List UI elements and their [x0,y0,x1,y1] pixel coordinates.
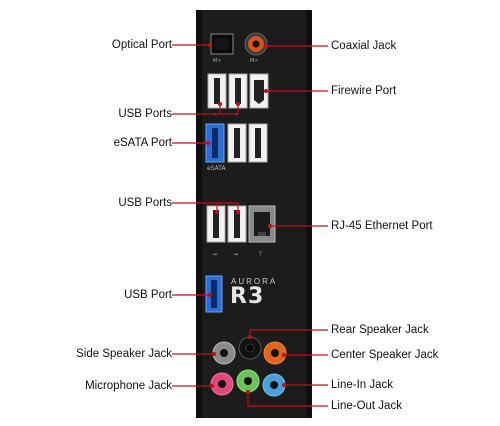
svg-text:M>: M> [250,58,259,64]
brand-small: AURORA [231,277,278,286]
line-in-jack [262,373,286,397]
usb-port-low-1 [206,205,226,243]
callout-lines [172,42,328,407]
label-microphone-jack: Microphone Jack [85,380,172,392]
usb-symbol-icon: ⇝ [212,251,217,258]
usb-symbol-icon: ⇝ [233,251,238,258]
side-speaker-jack [212,341,236,365]
usb-port-mid-2 [248,123,268,163]
usb-port-mid-1 [227,123,247,163]
esata-tag: eSATA [207,165,226,172]
center-speaker-jack [263,341,287,365]
microphone-jack [210,372,234,396]
coaxial-jack: M> [244,32,268,64]
label-center-speaker-jack: Center Speaker Jack [331,349,439,361]
label-usb-ports-top: USB Ports [118,108,172,120]
label-firewire-port: Firewire Port [331,85,397,97]
label-side-speaker-jack: Side Speaker Jack [76,348,172,360]
usb3-port [205,275,223,313]
label-coaxial-jack: Coaxial Jack [331,40,397,52]
panel-edge-right [306,10,312,418]
panel-edge-left [196,10,202,418]
label-line-out-jack: Line-Out Jack [331,400,402,412]
label-usb-port: USB Port [124,289,172,301]
label-usb-ports-mid: USB Ports [118,197,172,209]
line-out-jack [236,369,260,393]
optical-port: M> [210,33,234,64]
svg-text:M>: M> [213,58,222,64]
label-line-in-jack: Line-In Jack [331,379,394,391]
rear-speaker-jack [238,336,262,360]
label-optical-port: Optical Port [111,39,172,51]
network-symbol-icon: ⊤ [258,251,263,258]
rj45-port [248,205,276,243]
label-rj45-port: RJ-45 Ethernet Port [331,220,433,232]
brand-large: R3 [230,284,265,309]
label-rear-speaker-jack: Rear Speaker Jack [331,324,429,336]
label-esata-port: eSATA Port [113,137,172,149]
usb-port-top-1 [207,73,227,109]
usb-port-low-2 [227,205,247,243]
